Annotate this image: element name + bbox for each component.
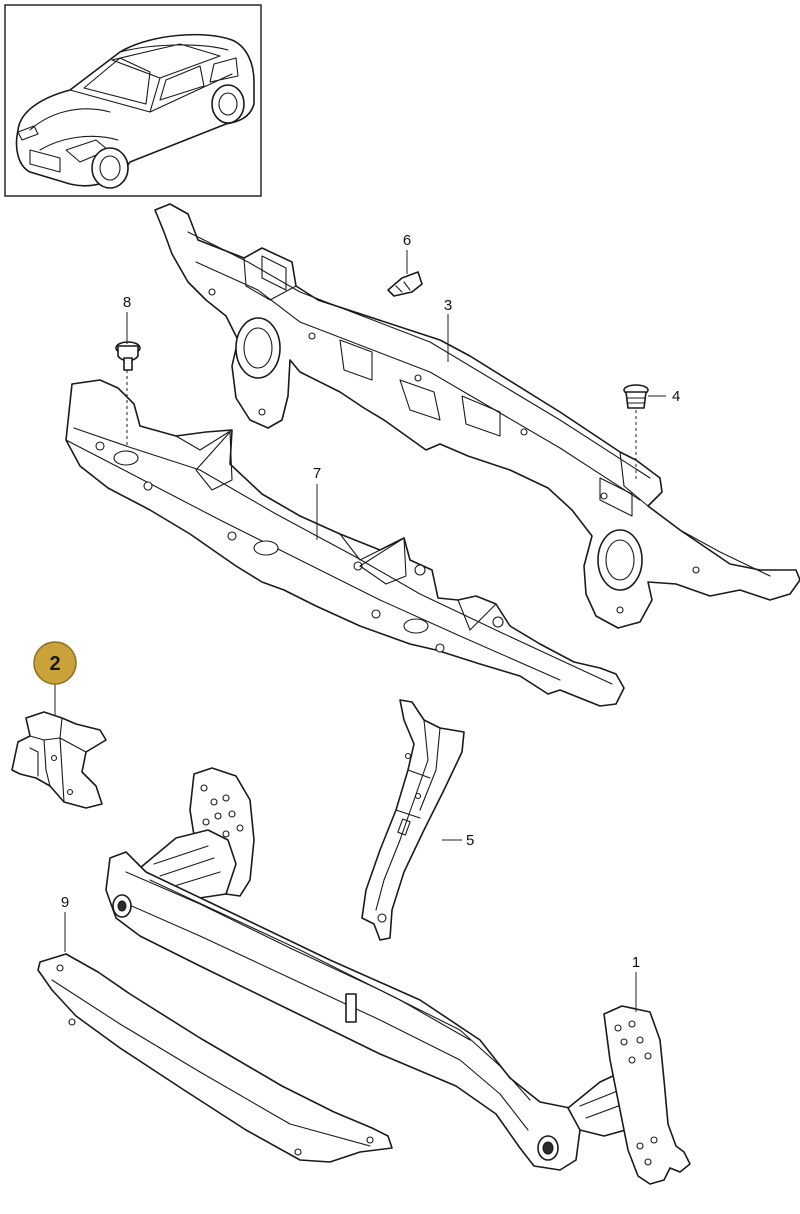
callout-8-label[interactable]: 8 <box>123 294 131 311</box>
callout-4-label[interactable]: 4 <box>672 388 680 405</box>
part-6-pin[interactable] <box>387 271 423 297</box>
part-3-upper-carrier[interactable] <box>154 203 800 629</box>
callout-2-label: 2 <box>49 653 60 675</box>
part-4-clip[interactable] <box>623 384 649 409</box>
part-5-side-bracket[interactable] <box>361 699 465 941</box>
part-9-strip[interactable] <box>37 953 393 1163</box>
callout-9-label[interactable]: 9 <box>61 894 69 911</box>
callout-3-label[interactable]: 3 <box>444 297 452 314</box>
callout-1-label[interactable]: 1 <box>632 954 640 971</box>
part-1-bumper-beam[interactable] <box>105 767 691 1185</box>
leader-lines <box>54 250 666 1012</box>
car-overview-icon <box>15 33 255 189</box>
part-2-bracket[interactable] <box>11 711 107 809</box>
part-7-lower-carrier[interactable] <box>65 379 625 707</box>
vehicle-overview-thumbnail[interactable] <box>4 4 262 197</box>
callout-5-label[interactable]: 5 <box>466 832 474 849</box>
callout-7-label[interactable]: 7 <box>313 465 321 482</box>
part-8-screw[interactable] <box>115 341 141 371</box>
callout-6-label[interactable]: 6 <box>403 232 411 249</box>
callout-2-badge[interactable]: 2 <box>33 641 77 685</box>
